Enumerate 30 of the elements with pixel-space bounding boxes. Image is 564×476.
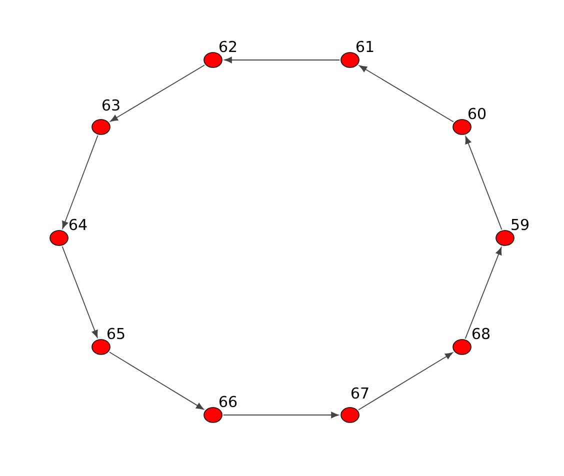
arrow <box>358 352 453 410</box>
arrow <box>465 136 502 230</box>
arrow <box>464 247 502 340</box>
node-label: 67 <box>352 387 368 399</box>
node-label: 60 <box>468 108 486 120</box>
arrow <box>359 65 454 122</box>
node-circle <box>204 407 222 423</box>
node-label: 64 <box>70 218 87 230</box>
node-circle <box>92 339 110 355</box>
arrow <box>62 135 98 229</box>
arrow <box>110 64 205 122</box>
node-circle <box>496 230 514 246</box>
arrow <box>222 412 339 418</box>
node-circle <box>204 52 222 68</box>
node-circle <box>340 407 360 423</box>
node-circle <box>50 230 68 246</box>
arrow <box>224 56 340 64</box>
node-label: 65 <box>108 328 124 340</box>
node-label: 62 <box>220 40 236 52</box>
node-label: 59 <box>512 218 528 230</box>
arrow <box>62 246 98 338</box>
node-circle <box>452 119 472 135</box>
arrow <box>109 352 204 410</box>
node-label: 61 <box>356 40 374 52</box>
node-label: 68 <box>472 328 490 340</box>
node-label: 63 <box>102 99 120 111</box>
node-circle <box>92 119 110 135</box>
node-label: 66 <box>220 396 237 408</box>
node-circle <box>340 52 360 68</box>
node-circle <box>452 339 472 355</box>
